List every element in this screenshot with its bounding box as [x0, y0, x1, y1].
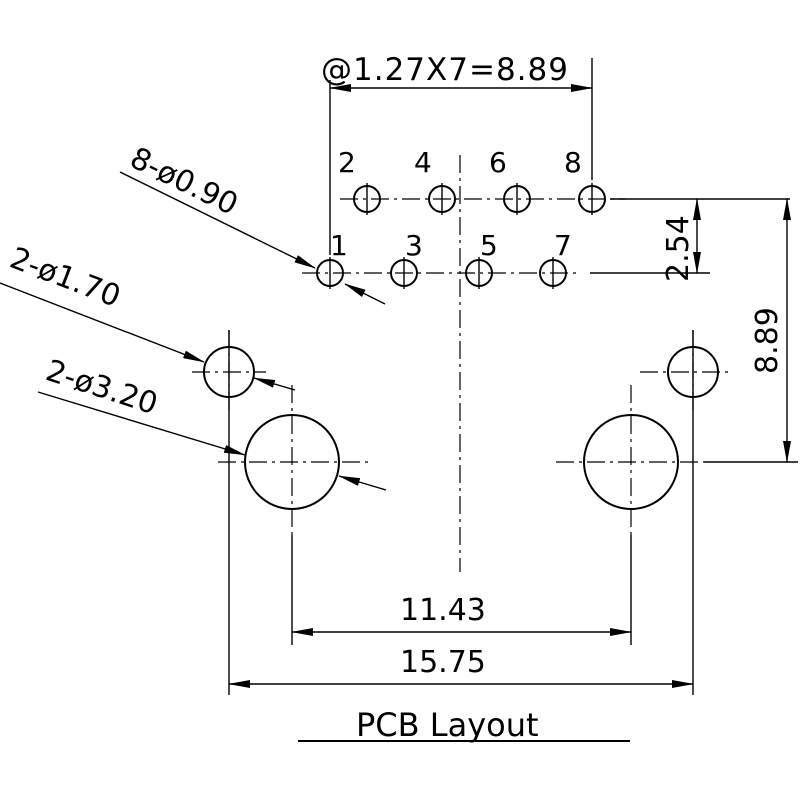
pin-pitch-label: @1.27X7=8.89 [321, 52, 569, 88]
pin-hole-7 [539, 257, 567, 289]
large-hole-left [218, 385, 368, 535]
pin-hole-8 [578, 183, 606, 215]
height-dimension [704, 198, 798, 463]
pin-label-2: 2 [338, 146, 356, 179]
pin-label-4: 4 [414, 146, 432, 179]
small-hole-label: 2-ø1.70 [5, 241, 125, 315]
large-hole-leader [37, 391, 387, 491]
inner-span-dimension [291, 535, 632, 645]
row-offset-dimension [590, 198, 790, 274]
pin-label-8: 8 [564, 146, 582, 179]
pin-hole-1 [316, 257, 344, 289]
pitch-dimension [329, 58, 593, 255]
pin-label-7: 7 [554, 229, 572, 262]
pin-label-6: 6 [489, 146, 507, 179]
pin-hole-label: 8-ø0.90 [124, 141, 243, 223]
pin-hole-5 [465, 257, 493, 289]
small-hole-right [640, 330, 730, 410]
outer-span-label: 15.75 [400, 645, 486, 680]
inner-span-label: 11.43 [400, 593, 486, 628]
pin-label-1: 1 [330, 229, 348, 262]
large-hole-right [556, 385, 704, 535]
pin-hole-2 [353, 183, 381, 215]
height-label: 8.89 [750, 307, 785, 374]
pin-hole-4 [428, 183, 456, 215]
pin-hole-leader [119, 171, 386, 305]
drawing-title: PCB Layout [356, 706, 539, 744]
small-hole-leader [0, 282, 296, 391]
row-offset-label: 2.54 [661, 215, 696, 282]
pin-label-5: 5 [480, 229, 498, 262]
pin-hole-6 [503, 183, 531, 215]
pin-label-3: 3 [405, 229, 423, 262]
pin-hole-3 [390, 257, 418, 289]
outer-span-dimension [228, 330, 694, 695]
